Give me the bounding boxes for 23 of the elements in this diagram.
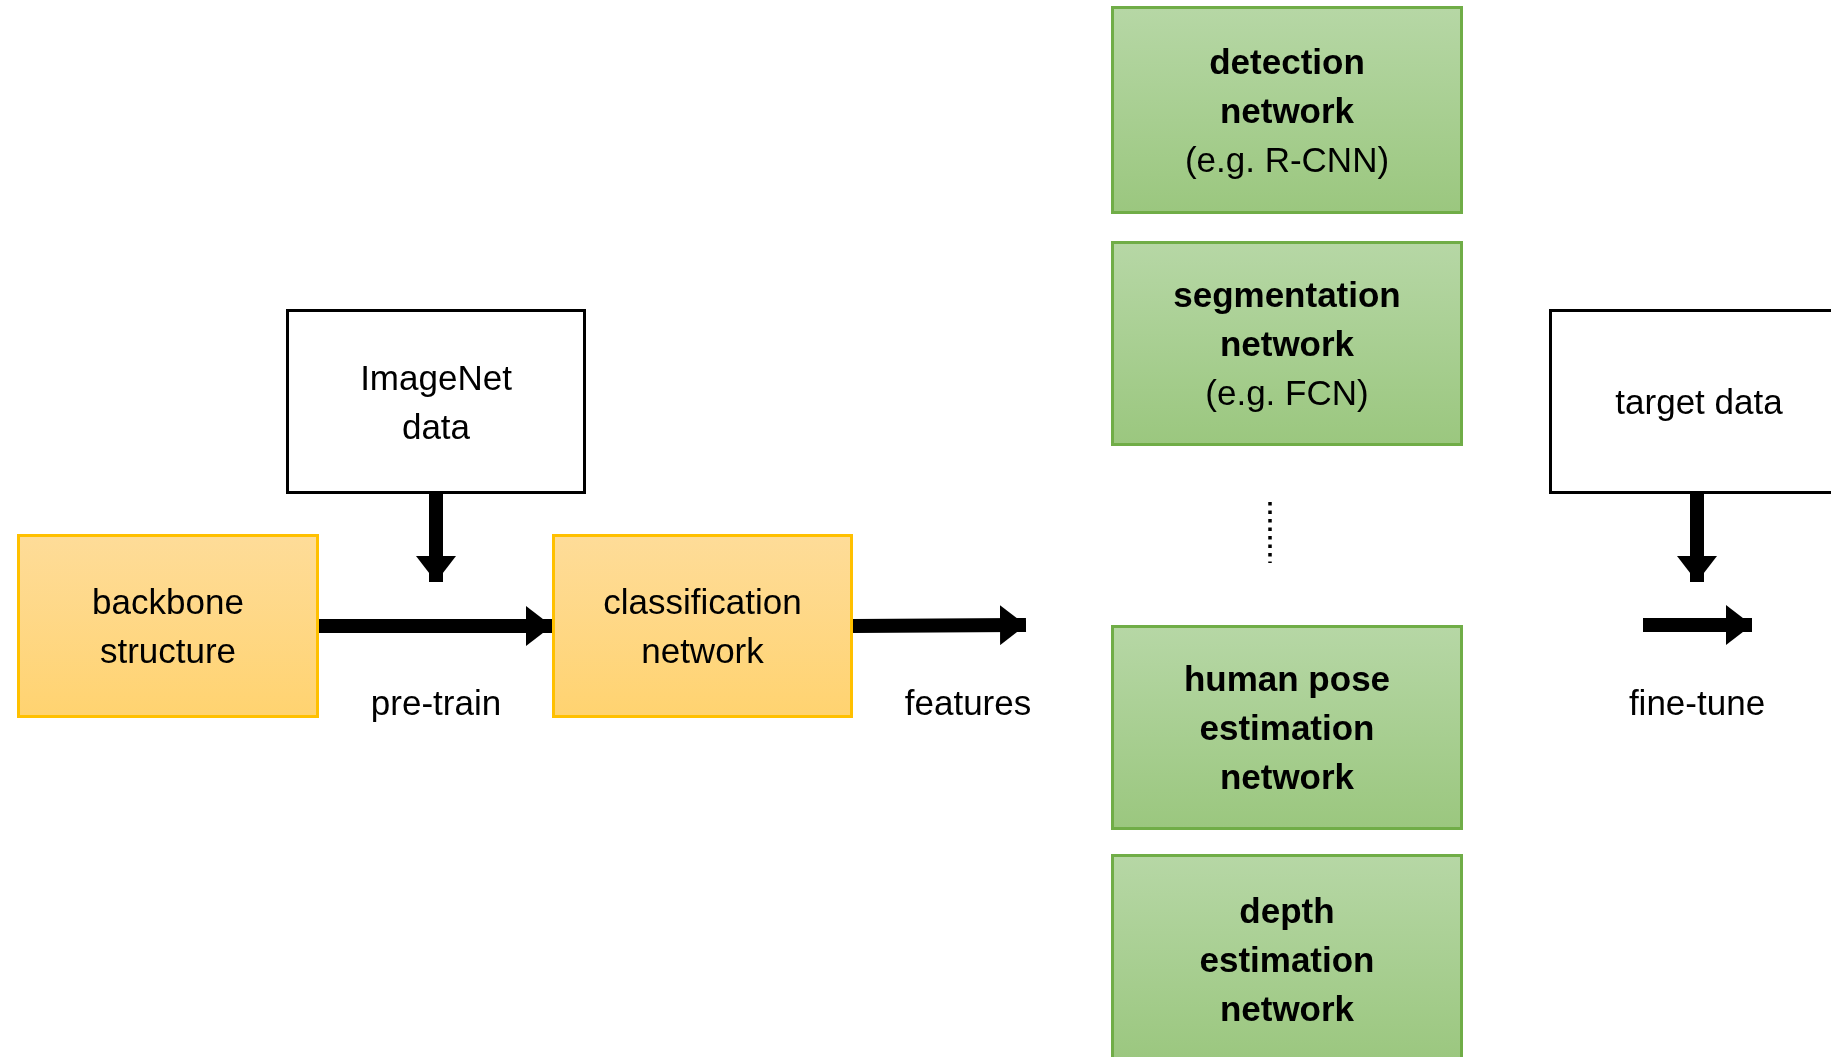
box-text: ImageNet data [359,356,513,448]
box-text: (e.g. R-CNN) [1184,138,1390,181]
data-box [286,309,586,494]
box-text: target data [1615,381,1783,423]
box-text: depth estimation network [1198,889,1376,1030]
data-box [1549,309,1831,494]
box-text: (e.g. FCN) [1205,372,1369,414]
arrow [416,494,456,582]
network-box [1111,625,1463,830]
arrow [852,605,1027,646]
box-text: classification network [602,581,803,672]
box-text: backbone structure [91,581,245,672]
box-text: human pose estimation network [1182,658,1392,798]
network-box [1111,241,1463,446]
step-label: fine-tune [1628,681,1766,724]
model-box [17,534,319,718]
box-text: segmentation network [1172,274,1402,365]
arrow [319,606,552,646]
network-box [1111,854,1463,1057]
model-box [552,534,853,718]
network-box [1111,6,1463,214]
arrow [1677,494,1717,582]
box-text: detection network [1208,40,1366,132]
